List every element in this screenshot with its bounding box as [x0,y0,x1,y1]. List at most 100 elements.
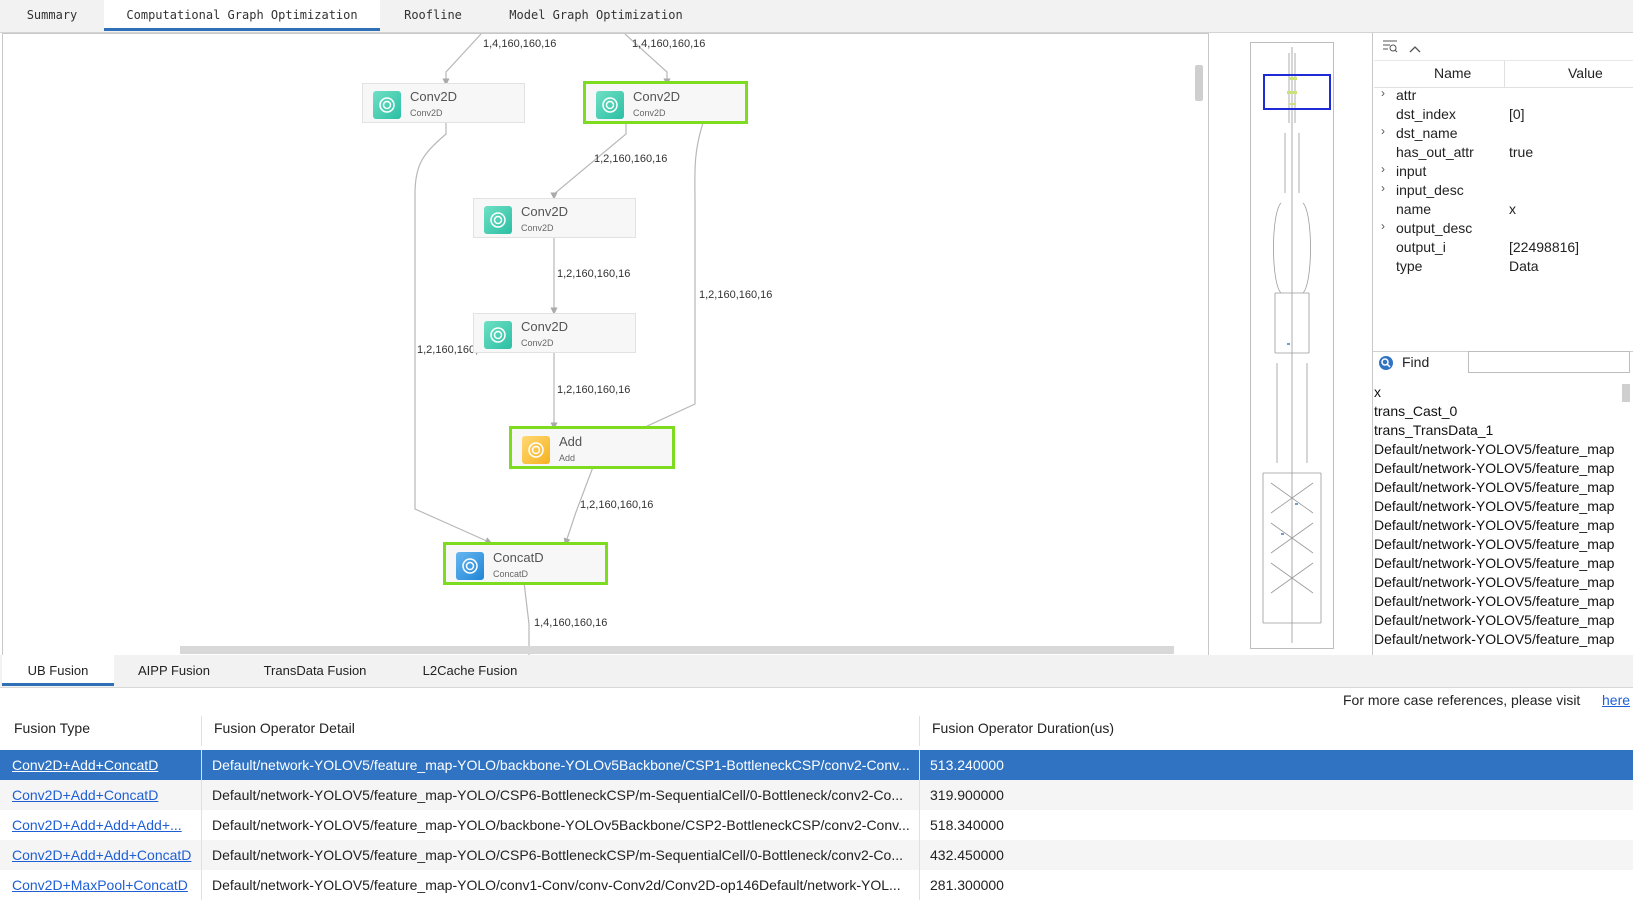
tab-l2cache-fusion[interactable]: L2Cache Fusion [422,663,518,678]
graph-node-conv2d[interactable]: Conv2D Conv2D [473,313,636,353]
property-row[interactable]: › input_desc [1374,181,1633,200]
find-results-scrollbar[interactable] [1622,384,1630,402]
fusion-type-link[interactable]: Conv2D+Add+Add+ConcatD [12,847,192,863]
find-result-item[interactable]: Default/network-YOLOV5/feature_map [1374,612,1615,628]
fusion-type-link[interactable]: Conv2D+Add+ConcatD [12,787,159,803]
chevron-right-icon[interactable]: › [1381,124,1385,138]
table-row[interactable]: Conv2D+Add+ConcatD Default/network-YOLOV5… [0,780,1633,810]
chevron-right-icon[interactable]: › [1381,181,1385,195]
tab-ub-fusion[interactable]: UB Fusion [2,655,114,686]
find-result-item[interactable]: Default/network-YOLOV5/feature_map [1374,517,1615,533]
column-header-fusion-operator-detail[interactable]: Fusion Operator Detail [214,720,355,736]
search-list-icon[interactable] [1382,38,1398,57]
column-divider [201,810,202,840]
case-reference-link[interactable]: here [1602,692,1631,708]
find-result-item[interactable]: Default/network-YOLOV5/feature_map [1374,460,1615,476]
property-row[interactable]: › input [1374,162,1633,181]
property-name: input [1396,163,1427,179]
graph-canvas[interactable]: 1,4,160,160,16 1,4,160,160,16 1,2,160,16… [2,33,1209,656]
column-header-fusion-operator-duration[interactable]: Fusion Operator Duration(us) [932,720,1115,736]
conv-op-icon [484,206,512,234]
minimap-viewport-box[interactable] [1263,74,1331,110]
property-row[interactable]: › dst_name [1374,124,1633,143]
edge-label: 1,4,160,160,16 [534,617,608,629]
find-result-item[interactable]: x [1374,384,1381,400]
edge-label: 1,2,160,160,16 [557,384,631,396]
find-result-item[interactable]: Default/network-YOLOV5/feature_map [1374,536,1615,552]
tab-roofline[interactable]: Roofline [404,8,462,22]
fusion-type-link[interactable]: Conv2D+MaxPool+ConcatD [12,877,188,893]
graph-node-concatd-fused[interactable]: ConcatD ConcatD [443,542,608,585]
collapse-icon[interactable] [1409,39,1421,58]
property-row[interactable]: ›output_desc [1374,219,1633,238]
tab-computational-graph-optimization[interactable]: Computational Graph Optimization [104,0,380,31]
conv-op-icon [484,321,512,349]
graph-minimap[interactable] [1250,42,1334,649]
column-divider [1504,61,1505,87]
chevron-right-icon[interactable]: › [1381,219,1385,233]
find-result-item[interactable]: trans_TransData_1 [1374,422,1494,438]
graph-node-conv2d[interactable]: Conv2D Conv2D [362,83,525,123]
property-name: dst_name [1396,125,1458,141]
property-name-header: Name [1434,65,1472,81]
node-subtitle: Conv2D [521,223,554,233]
fusion-type-link[interactable]: Conv2D+Add+Add+Add+... [12,817,182,833]
column-divider [919,810,920,840]
fusion-operator-duration: 513.240000 [930,757,1004,773]
find-result-item[interactable]: trans_Cast_0 [1374,403,1458,419]
fusion-operator-detail: Default/network-YOLOV5/feature_map-YOLO/… [212,787,903,803]
column-divider [201,780,202,810]
find-result-item[interactable]: Default/network-YOLOV5/feature_map [1374,479,1615,495]
chevron-right-icon[interactable]: › [1381,86,1385,100]
tab-transdata-fusion[interactable]: TransData Fusion [263,663,367,678]
graph-node-conv2d-fused[interactable]: Conv2D Conv2D [583,81,748,124]
find-result-item[interactable]: Default/network-YOLOV5/feature_map [1374,555,1615,571]
tab-model-graph-optimization[interactable]: Model Graph Optimization [509,8,683,22]
node-subtitle: Conv2D [521,338,554,348]
fusion-operator-duration: 281.300000 [930,877,1004,893]
graph-horizontal-scrollbar[interactable] [180,646,1174,654]
concat-op-icon [456,552,484,580]
column-header-fusion-type[interactable]: Fusion Type [14,720,91,736]
minimap-graph-preview [1262,47,1322,643]
column-divider [201,840,202,870]
property-row[interactable]: ›attr [1374,86,1633,105]
find-result-item[interactable]: Default/network-YOLOV5/feature_map [1374,593,1615,609]
table-row[interactable]: Conv2D+Add+ConcatD Default/network-YOLOV5… [0,750,1633,780]
node-title: Conv2D [521,204,568,219]
fusion-operator-duration: 319.900000 [930,787,1004,803]
column-divider [201,750,202,780]
property-row[interactable]: dst_index[0] [1374,105,1633,124]
fusion-operator-detail: Default/network-YOLOV5/feature_map-YOLO/… [212,757,910,773]
find-result-item[interactable]: Default/network-YOLOV5/feature_map [1374,441,1615,457]
graph-vertical-scrollbar[interactable] [1195,65,1203,101]
node-subtitle: Conv2D [410,108,443,118]
find-result-item[interactable]: Default/network-YOLOV5/feature_map [1374,631,1615,647]
find-input[interactable] [1468,351,1630,373]
property-table-header: Name Value [1374,60,1633,88]
property-value-header: Value [1568,65,1603,81]
edge-label: 1,4,160,160,16 [483,38,557,50]
column-divider [919,870,920,900]
find-result-item[interactable]: Default/network-YOLOV5/feature_map [1374,574,1615,590]
find-result-item[interactable]: Default/network-YOLOV5/feature_map [1374,498,1615,514]
chevron-right-icon[interactable]: › [1381,162,1385,176]
column-divider [919,716,920,746]
graph-node-add-fused[interactable]: Add Add [509,426,675,469]
property-name: has_out_attr [1396,144,1474,160]
property-name: input_desc [1396,182,1464,198]
fusion-type-link[interactable]: Conv2D+Add+ConcatD [12,757,159,773]
node-subtitle: ConcatD [493,569,529,579]
column-divider [201,716,202,746]
tab-aipp-fusion[interactable]: AIPP Fusion [137,663,211,678]
property-row[interactable]: output_i[22498816] [1374,238,1633,257]
table-row[interactable]: Conv2D+Add+Add+Add+...Default/network-YO… [0,810,1633,840]
graph-node-conv2d[interactable]: Conv2D Conv2D [473,198,636,238]
tab-summary[interactable]: Summary [26,8,78,22]
edge-label: 1,4,160,160,16 [632,38,706,50]
